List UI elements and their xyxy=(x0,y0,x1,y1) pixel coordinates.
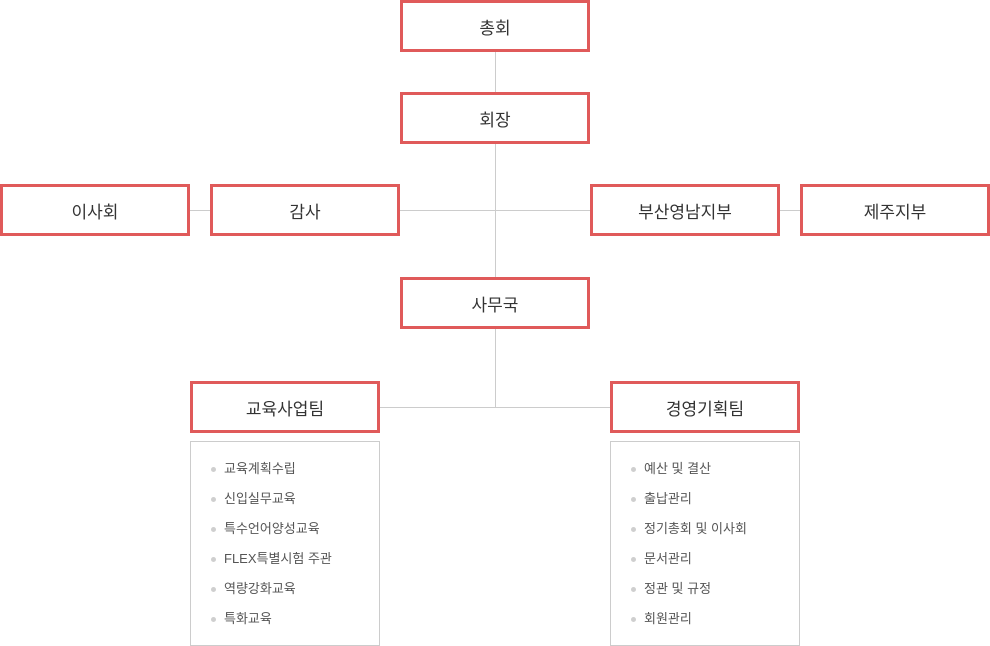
general-assembly-label: 총회 xyxy=(479,18,511,38)
president-label: 회장 xyxy=(479,110,511,130)
bullet-icon xyxy=(631,466,636,472)
education-team-duties: 교육계획수립 신입실무교육 특수언어양성교육 FLEX특별시험 주관 역량강화교… xyxy=(190,441,380,646)
list-item: 정관 및 규정 xyxy=(631,574,799,604)
list-item: 문서관리 xyxy=(631,544,799,574)
management-team-label: 경영기획팀 xyxy=(665,399,745,419)
board-box[interactable]: 이사회 xyxy=(0,184,190,236)
list-item: 특수언어양성교육 xyxy=(211,514,379,544)
bullet-icon xyxy=(211,466,216,472)
board-label: 이사회 xyxy=(71,202,119,222)
list-item: 정기총회 및 이사회 xyxy=(631,514,799,544)
connector-assembly-president xyxy=(495,51,496,93)
secretariat-label: 사무국 xyxy=(471,295,519,315)
management-team-duties: 예산 및 결산 출납관리 정기총회 및 이사회 문서관리 정관 및 규정 회원관… xyxy=(610,441,800,646)
list-item: 특화교육 xyxy=(211,604,379,634)
bullet-icon xyxy=(631,616,636,622)
list-item: 신입실무교육 xyxy=(211,484,379,514)
bullet-icon xyxy=(211,556,216,562)
management-team-box[interactable]: 경영기획팀 xyxy=(610,381,800,433)
bullet-icon xyxy=(631,526,636,532)
busan-branch-box[interactable]: 부산영남지부 xyxy=(590,184,780,236)
bullet-icon xyxy=(211,586,216,592)
list-item: FLEX특별시험 주관 xyxy=(211,544,379,574)
audit-box[interactable]: 감사 xyxy=(210,184,400,236)
busan-branch-label: 부산영남지부 xyxy=(638,202,732,222)
connector-secretariat-teams xyxy=(495,328,496,407)
bullet-icon xyxy=(211,526,216,532)
list-item: 회원관리 xyxy=(631,604,799,634)
jeju-branch-label: 제주지부 xyxy=(863,202,927,222)
bullet-icon xyxy=(631,586,636,592)
connector-audit-busan xyxy=(399,210,591,211)
bullet-icon xyxy=(631,496,636,502)
audit-label: 감사 xyxy=(289,202,321,222)
secretariat-box[interactable]: 사무국 xyxy=(400,277,590,329)
jeju-branch-box[interactable]: 제주지부 xyxy=(800,184,990,236)
list-item: 역량강화교육 xyxy=(211,574,379,604)
education-team-label: 교육사업팀 xyxy=(245,399,325,419)
education-team-box[interactable]: 교육사업팀 xyxy=(190,381,380,433)
connector-busan-jeju xyxy=(779,210,801,211)
connector-board-audit xyxy=(189,210,211,211)
bullet-icon xyxy=(211,616,216,622)
president-box[interactable]: 회장 xyxy=(400,92,590,144)
bullet-icon xyxy=(211,496,216,502)
list-item: 교육계획수립 xyxy=(211,454,379,484)
general-assembly-box[interactable]: 총회 xyxy=(400,0,590,52)
list-item: 예산 및 결산 xyxy=(631,454,799,484)
connector-teams-horizontal xyxy=(379,407,611,408)
bullet-icon xyxy=(631,556,636,562)
list-item: 출납관리 xyxy=(631,484,799,514)
